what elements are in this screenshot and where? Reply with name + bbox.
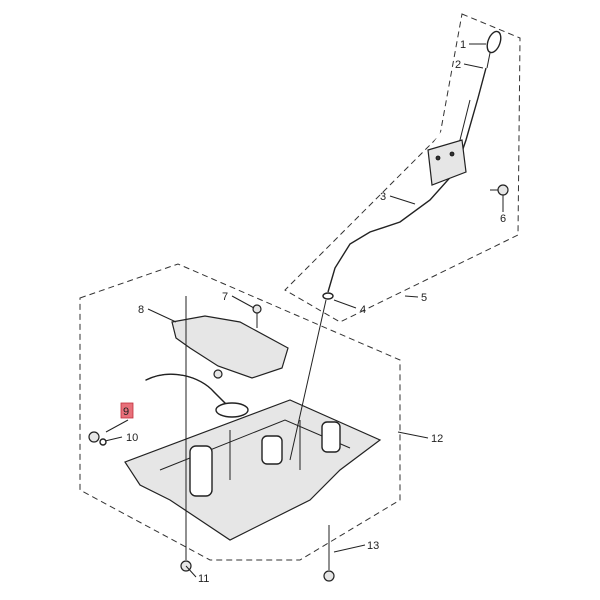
callout-2: 2	[455, 59, 461, 71]
baffle-bolt	[252, 304, 262, 328]
callout-6: 6	[500, 213, 506, 225]
pan-bolt-washer	[88, 431, 107, 446]
callout-4: 4	[360, 304, 366, 316]
callout-8: 8	[138, 304, 144, 316]
dipstick-tube	[327, 67, 487, 293]
oil-baffle	[171, 315, 289, 379]
callout-13: 13	[367, 540, 379, 552]
dipstick-group-boundary	[284, 13, 521, 323]
alignment-line-tube	[289, 299, 327, 461]
oil-pan	[124, 399, 382, 541]
callout-12: 12	[431, 433, 443, 445]
callout-7: 7	[222, 291, 228, 303]
long-pan-bolt	[323, 525, 335, 582]
callout-9-highlight	[120, 402, 134, 419]
dipstick-bolt	[497, 184, 509, 205]
callout-11: 11	[198, 573, 209, 585]
oil-pickup-tube	[145, 369, 249, 418]
callout-5: 5	[421, 292, 427, 304]
dipstick-handle	[486, 30, 502, 69]
callout-1: 1	[460, 39, 466, 51]
callout-3: 3	[380, 191, 386, 203]
callout-9: 9	[123, 406, 129, 418]
callout-10: 10	[126, 432, 138, 444]
oil-pan-group-boundary	[79, 263, 401, 561]
dipstick-tube-oring	[322, 292, 334, 300]
leader-lines	[104, 43, 504, 578]
